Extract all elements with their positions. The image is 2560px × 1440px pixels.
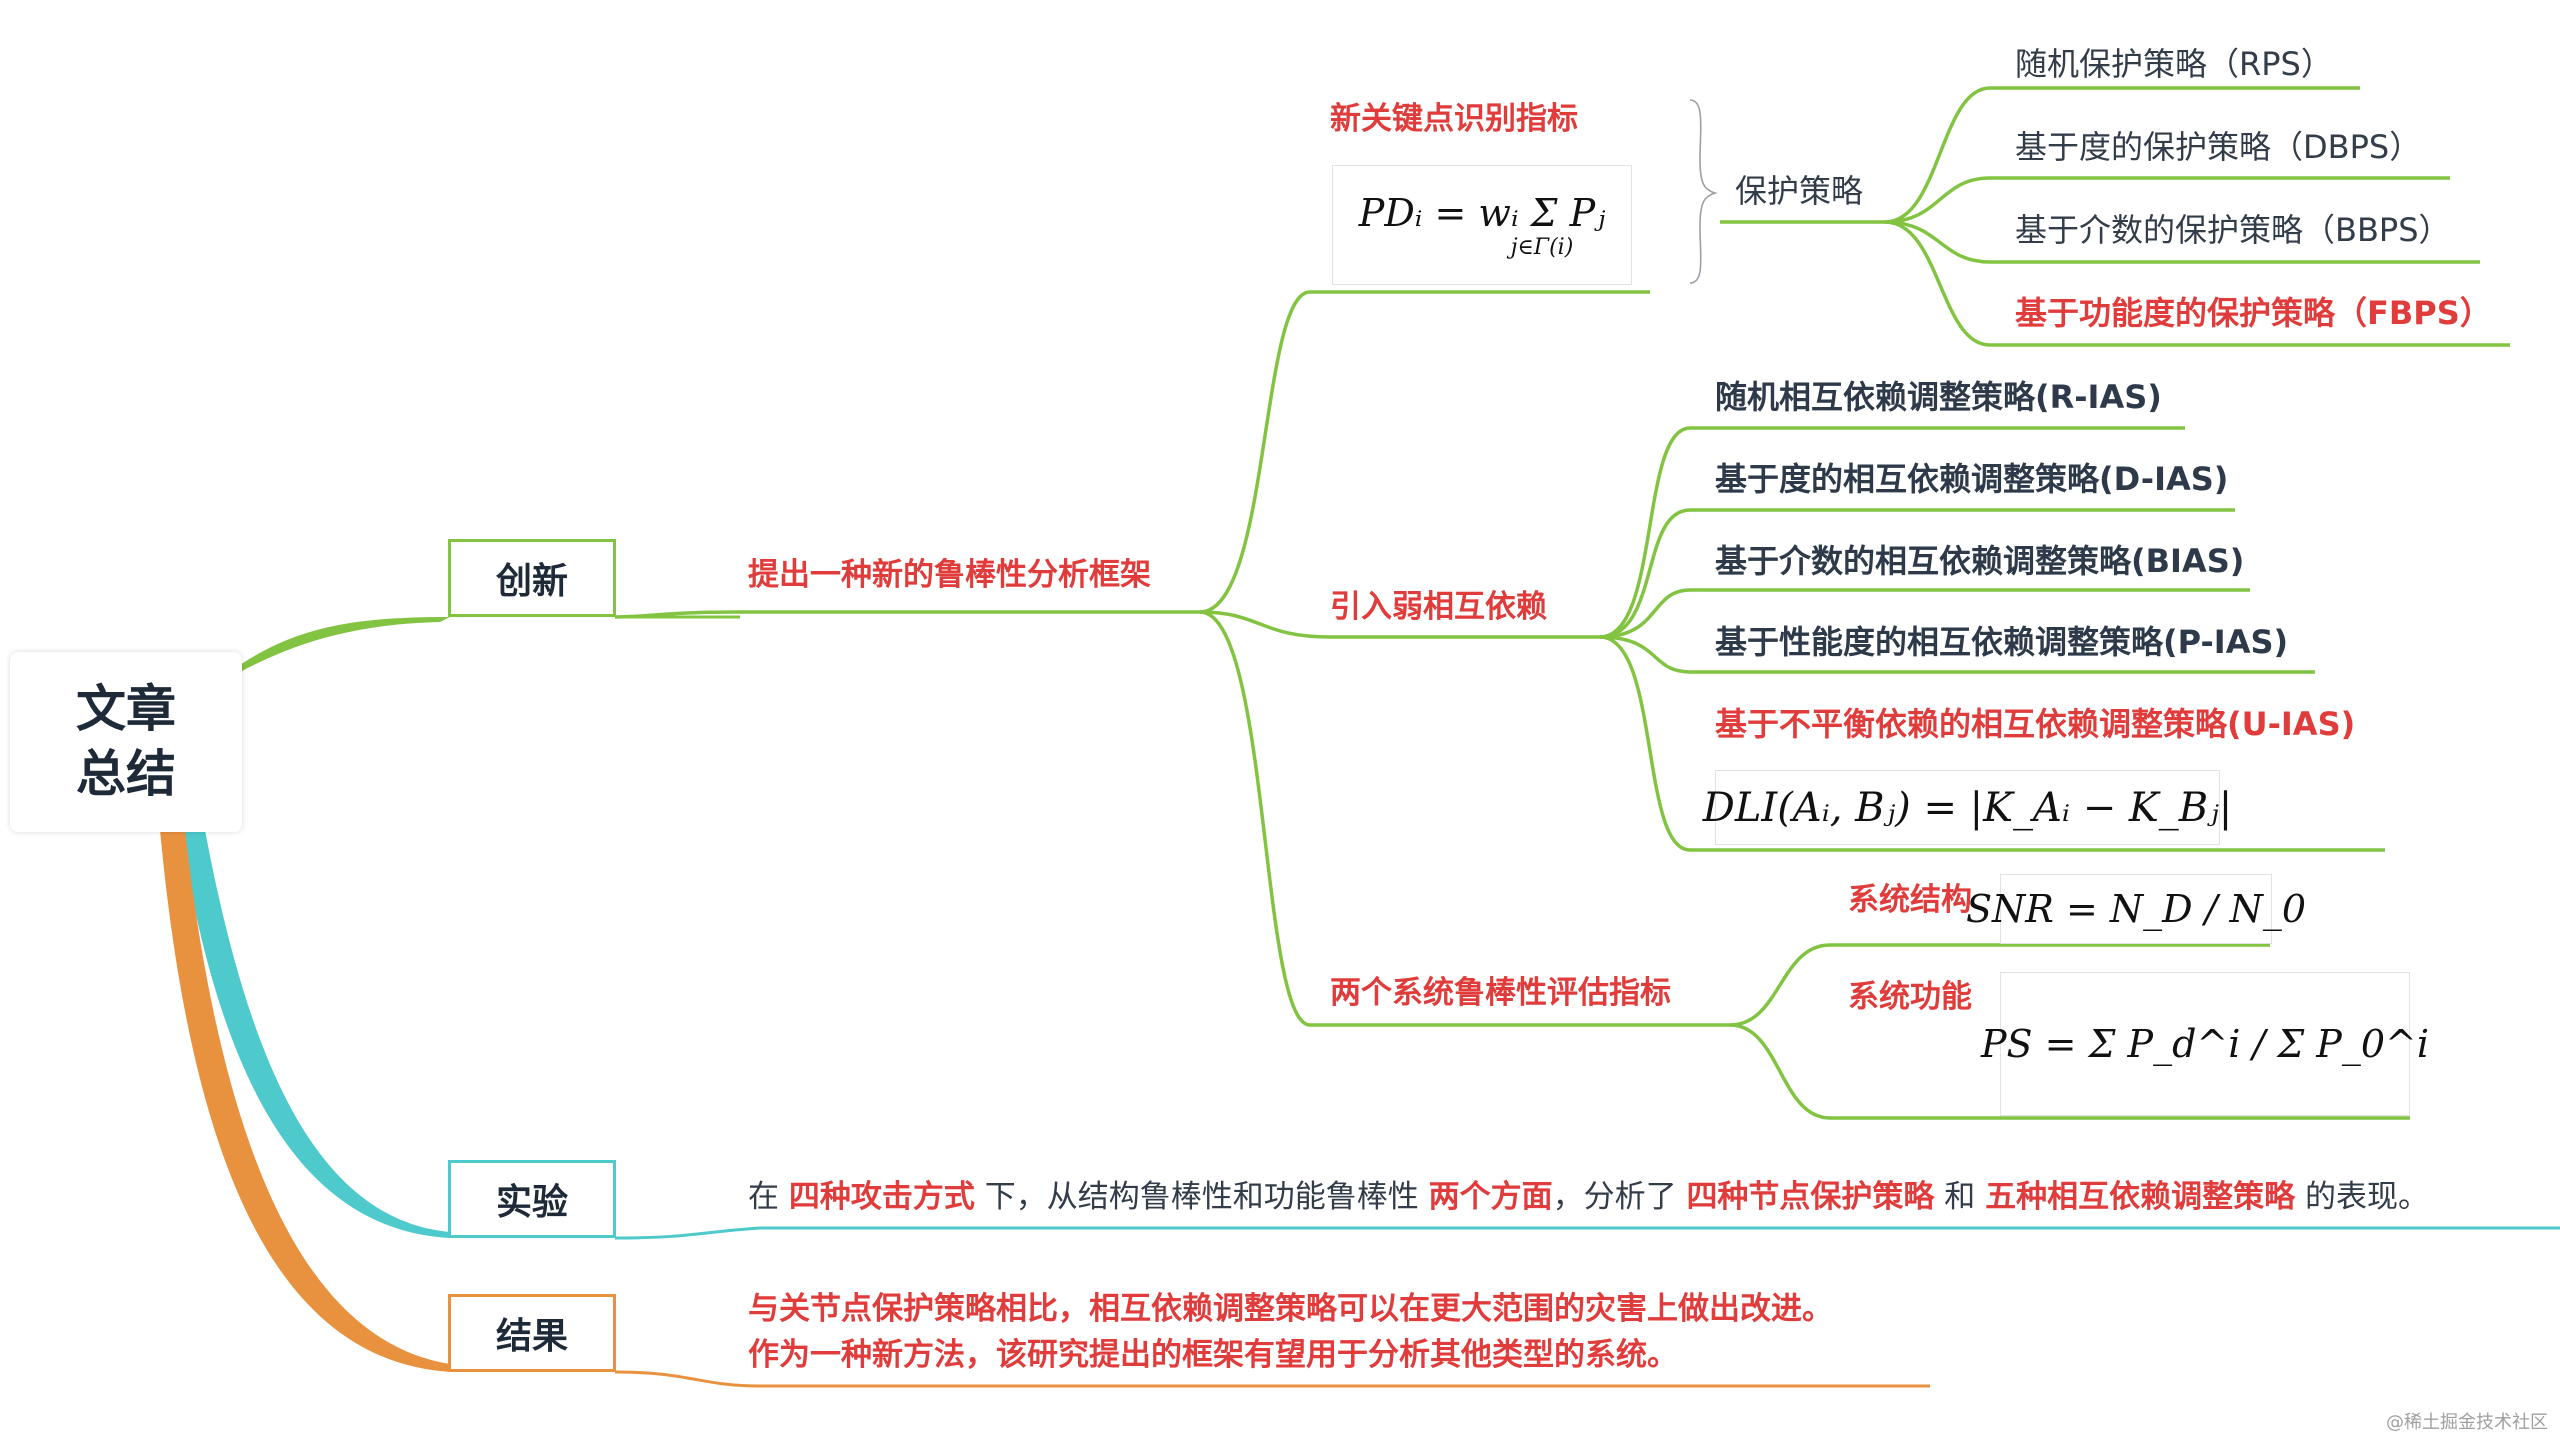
connector-root-experiment <box>180 830 450 1238</box>
result-underline <box>614 1370 1930 1388</box>
weak-dep-item-bias[interactable]: 基于介数的相互依赖调整策略(BIAS) <box>1715 542 2245 580</box>
experiment-highlight: 四种节点保护策略 <box>1686 1179 1935 1215</box>
snr-formula: SNR = N_D / N_0 <box>1966 874 2306 944</box>
weak-dep-label[interactable]: 引入弱相互依赖 <box>1330 589 1547 625</box>
dli-formula: DLI(Aᵢ, Bⱼ) = |K_Aᵢ − K_Bⱼ| <box>1703 770 2232 845</box>
weak-dep-item-u-ias[interactable]: 基于不平衡依赖的相互依赖调整策略(U-IAS) <box>1715 705 2356 743</box>
experiment-highlight: 五种相互依赖调整策略 <box>1985 1179 2296 1215</box>
experiment-part: 在 <box>748 1179 789 1215</box>
experiment-part: 下，从结构鲁棒性和功能鲁棒性 <box>974 1179 1429 1215</box>
branch-experiment[interactable]: 实验 <box>448 1160 616 1238</box>
experiment-highlight: 两个方面 <box>1428 1179 1553 1215</box>
brace-shape <box>1689 99 1718 284</box>
weak-dep-item-d-ias[interactable]: 基于度的相互依赖调整策略(D-IAS) <box>1715 460 2229 498</box>
watermark: @稀土掘金技术社区 <box>2386 1412 2548 1433</box>
experiment-underline <box>614 1226 2560 1240</box>
pd-formula-sub: j∈Γ(i) <box>1510 234 1574 260</box>
snr-formula-text: SNR = N_D / N_0 <box>1966 887 2306 931</box>
branch-result[interactable]: 结果 <box>448 1294 616 1372</box>
root-node[interactable]: 文章 总结 <box>10 652 242 832</box>
root-title-line1: 文章 <box>76 680 176 738</box>
result-line-2[interactable]: 作为一种新方法，该研究提出的框架有望用于分析其他类型的系统。 <box>748 1337 1678 1373</box>
weak-dep-item-p-ias[interactable]: 基于性能度的相互依赖调整策略(P-IAS) <box>1715 623 2289 661</box>
experiment-part: 和 <box>1934 1179 1986 1215</box>
experiment-highlight: 四种攻击方式 <box>788 1179 975 1215</box>
connector-root-result <box>160 830 450 1372</box>
branch-innovation[interactable]: 创新 <box>448 539 616 617</box>
protection-item-fbps[interactable]: 基于功能度的保护策略（FBPS） <box>2015 294 2492 332</box>
root-title-line2: 总结 <box>76 745 176 803</box>
protection-item-rps[interactable]: 随机保护策略（RPS） <box>2015 45 2333 83</box>
dli-formula-text: DLI(Aᵢ, Bⱼ) = |K_Aᵢ − K_Bⱼ| <box>1702 784 2233 831</box>
branch-experiment-label: 实验 <box>495 1182 568 1223</box>
experiment-text[interactable]: 在 四种攻击方式 下，从结构鲁棒性和功能鲁棒性 两个方面，分析了 四种节点保护策… <box>748 1182 2429 1213</box>
protection-item-dbps[interactable]: 基于度的保护策略（DBPS） <box>2015 128 2422 166</box>
protection-label[interactable]: 保护策略 <box>1735 172 1864 210</box>
weak-dep-item-r-ias[interactable]: 随机相互依赖调整策略(R-IAS) <box>1715 378 2162 416</box>
pd-formula: PDᵢ = wᵢ Σ Pⱼ j∈Γ(i) <box>1332 165 1632 285</box>
func-label[interactable]: 系统功能 <box>1848 979 1972 1015</box>
ps-formula-text: PS = Σ P_d^i / Σ P_0^i <box>1980 1022 2430 1066</box>
result-line-1[interactable]: 与关节点保护策略相比，相互依赖调整策略可以在更大范围的灾害上做出改进。 <box>748 1291 1833 1327</box>
branch-result-label: 结果 <box>495 1316 568 1357</box>
framework-label[interactable]: 提出一种新的鲁棒性分析框架 <box>748 557 1151 593</box>
struct-label[interactable]: 系统结构 <box>1848 882 1972 918</box>
innovation-tree <box>614 86 2510 1120</box>
experiment-part: ，分析了 <box>1552 1179 1687 1215</box>
pd-formula-main: PDᵢ = wᵢ Σ Pⱼ <box>1358 190 1606 235</box>
experiment-part: 的表现。 <box>2295 1179 2430 1215</box>
new-metric-label[interactable]: 新关键点识别指标 <box>1330 101 1578 137</box>
branch-innovation-label: 创新 <box>495 561 568 602</box>
ps-formula: PS = Σ P_d^i / Σ P_0^i <box>1981 972 2429 1116</box>
protection-item-bbps[interactable]: 基于介数的保护策略（BBPS） <box>2015 211 2451 249</box>
eval-label[interactable]: 两个系统鲁棒性评估指标 <box>1330 975 1671 1011</box>
connector-root-innovation <box>240 617 450 672</box>
